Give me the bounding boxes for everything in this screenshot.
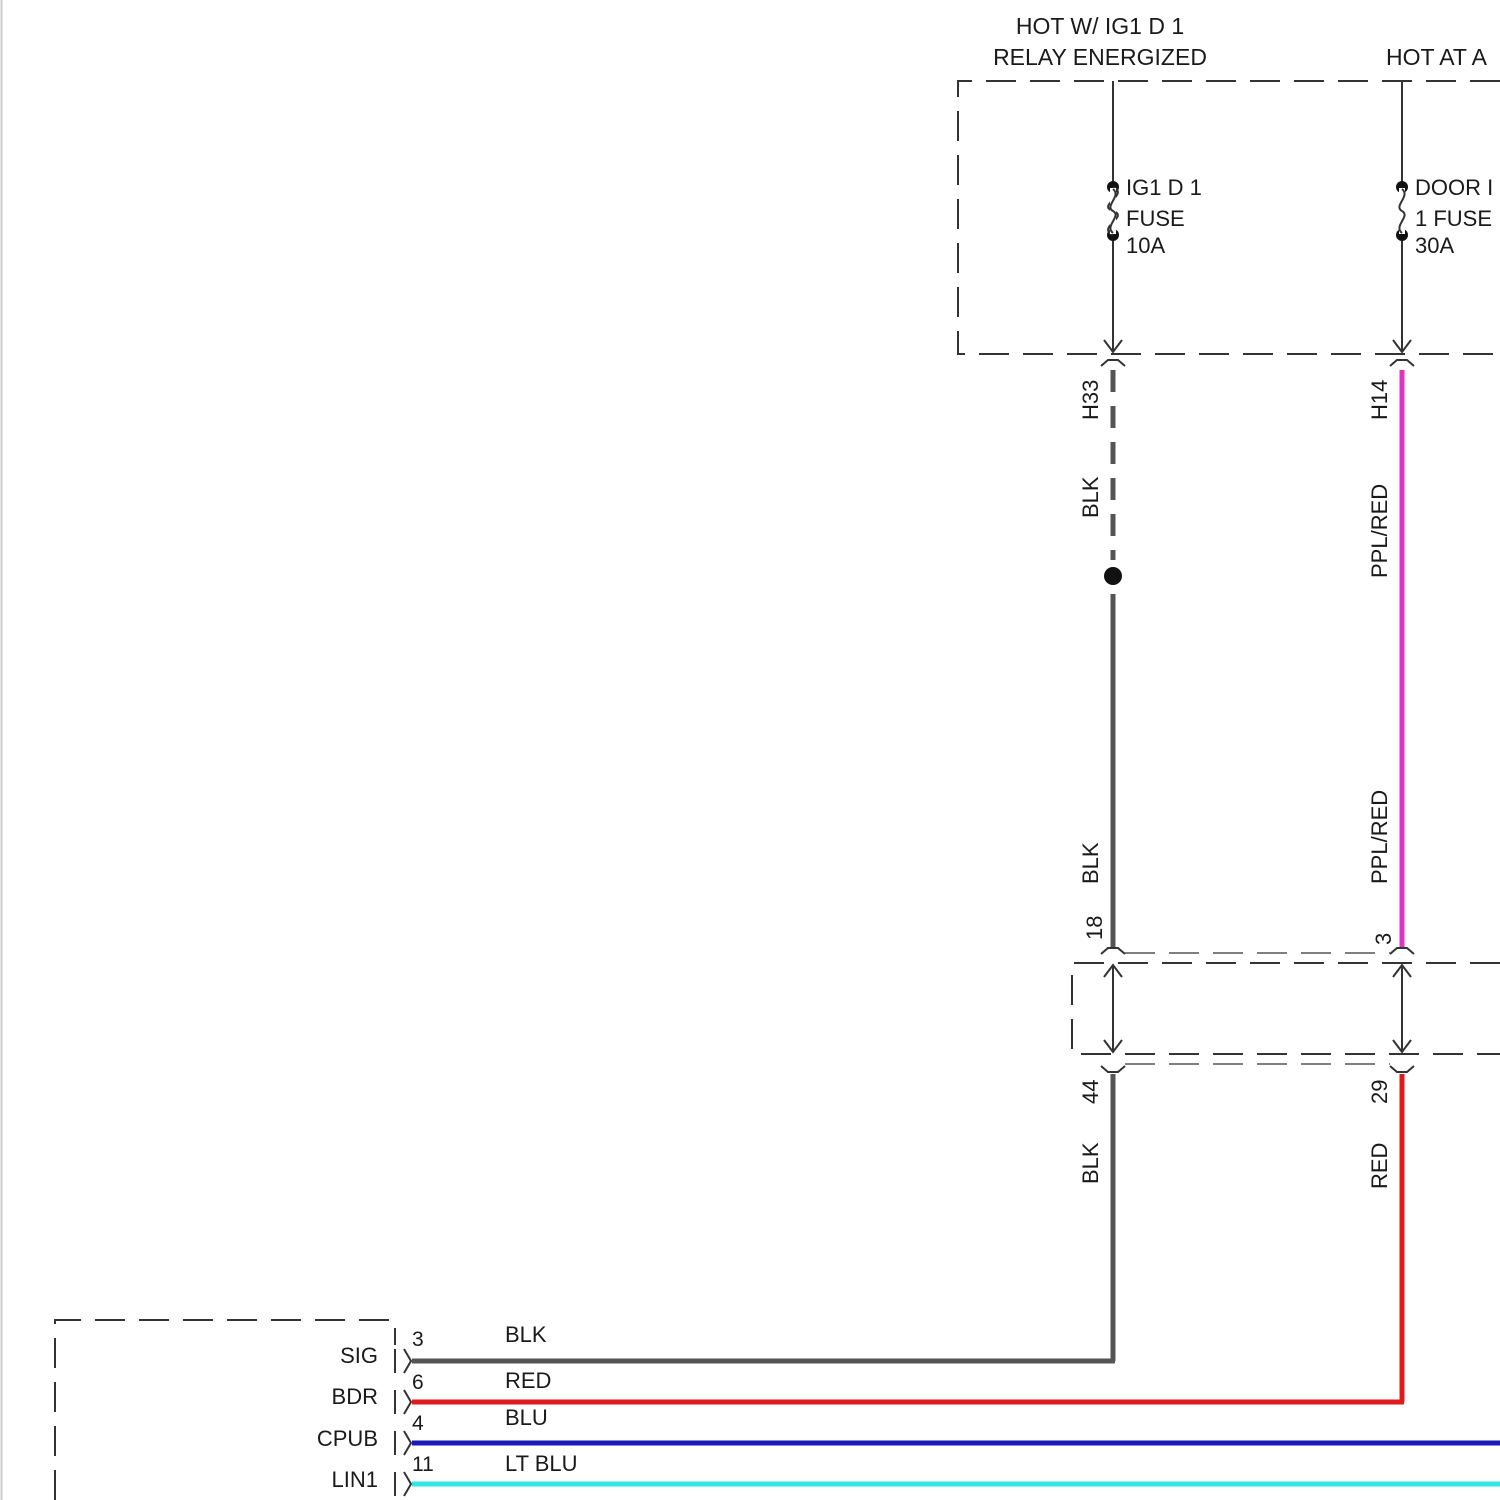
door-fuse-label-2: 1 FUSE (1415, 206, 1492, 231)
terminal-bdr-name: BDR (332, 1384, 378, 1409)
connector-box-outline (1072, 963, 1500, 1054)
ppl-red-color-label-1: PPL/RED (1367, 484, 1392, 578)
terminal-sig-name: SIG (340, 1343, 378, 1368)
terminal-cpub-pin: 4 (412, 1412, 424, 1435)
terminal-connector-symbols (395, 1349, 411, 1496)
terminal-bdr-pin: 6 (412, 1371, 424, 1394)
lin1-wire-color-label: LT BLU (505, 1451, 578, 1476)
red-color-label: RED (1367, 1143, 1392, 1189)
terminal-lin1-name: LIN1 (332, 1467, 378, 1492)
ig1-fuse-label-3: 10A (1126, 233, 1165, 258)
blk-splice-dot (1104, 567, 1122, 585)
ppl-red-color-label-2: PPL/RED (1367, 790, 1392, 884)
h14-pin-label: H14 (1367, 380, 1392, 420)
cpub-wire-color-label: BLU (505, 1405, 548, 1430)
ig1-header-line-1: HOT W/ IG1 D 1 (1016, 13, 1184, 39)
pin-3-label: 3 (1371, 933, 1396, 945)
blk-color-label-3: BLK (1078, 1142, 1103, 1184)
h33-connector-cap (1101, 360, 1125, 366)
ig1-header-line-2: RELAY ENERGIZED (993, 44, 1207, 70)
door-fuse-label-3: 30A (1415, 233, 1454, 258)
blk-color-label-1: BLK (1078, 476, 1103, 518)
door-fuse-label-1: DOOR I (1415, 175, 1493, 200)
h33-pin-label: H33 (1078, 380, 1103, 420)
pin-29-label: 29 (1367, 1080, 1392, 1104)
pin-44-label: 44 (1078, 1080, 1103, 1104)
door-header: HOT AT A (1386, 44, 1488, 70)
terminal-sig-pin: 3 (412, 1328, 424, 1351)
pin-18-label: 18 (1082, 916, 1107, 940)
terminal-lin1-pin: 11 (412, 1453, 434, 1476)
bdr-wire-color-label: RED (505, 1368, 551, 1393)
ig1-fuse-label-1: IG1 D 1 (1126, 175, 1202, 200)
h14-connector-cap (1390, 360, 1414, 366)
sig-wire-color-label: BLK (505, 1322, 547, 1347)
ig1-fuse-label-2: FUSE (1126, 206, 1185, 231)
terminal-cpub-name: CPUB (317, 1426, 378, 1451)
blk-color-label-2: BLK (1078, 842, 1103, 884)
